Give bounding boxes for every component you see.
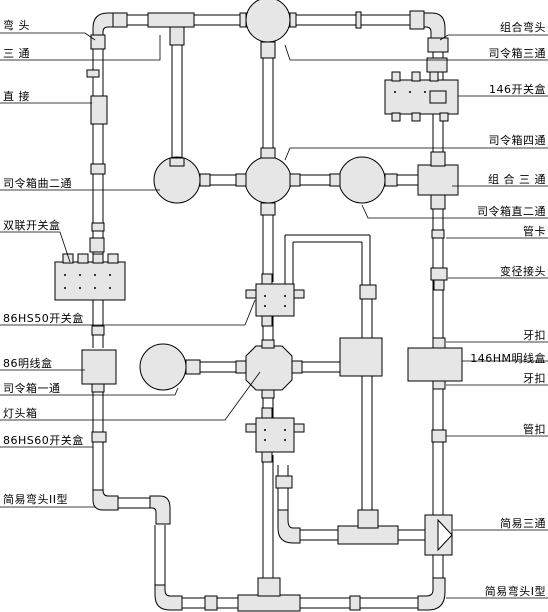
label-hs50-switch-box: 86HS50开关盒 bbox=[3, 312, 84, 325]
label-box-straight2: 司令箱直二通 bbox=[477, 205, 546, 218]
label-hs60-switch-box: 86HS60开关盒 bbox=[3, 434, 84, 447]
label-box-tee: 司令箱三通 bbox=[488, 47, 546, 60]
lamp-box bbox=[245, 345, 293, 391]
tee-top-branch bbox=[169, 26, 185, 46]
label-thread-buckle-1: 牙扣 bbox=[523, 329, 546, 342]
label-switch-box-146: 146开关盒 bbox=[489, 83, 546, 96]
label-tee: 三 通 bbox=[3, 47, 30, 60]
double-switch-box bbox=[54, 261, 126, 301]
label-open-box-146hm: 146HM明线盒 bbox=[470, 352, 546, 365]
label-combo-elbow: 组合弯头 bbox=[500, 21, 546, 34]
label-simple-elbow-2: 简易弯头II型 bbox=[3, 493, 68, 506]
label-thread-buckle-2: 牙扣 bbox=[523, 372, 546, 385]
box-details bbox=[64, 91, 426, 441]
open-box-146hm bbox=[407, 347, 463, 382]
open-box-86 bbox=[81, 349, 117, 385]
box-straight2 bbox=[338, 156, 386, 204]
box-tee-top bbox=[245, 0, 291, 43]
elbow-collar-h bbox=[112, 12, 128, 28]
label-straight: 直 接 bbox=[3, 90, 30, 103]
label-pipe-buckle: 管扣 bbox=[523, 423, 546, 436]
label-pipe-clip: 管卡 bbox=[523, 225, 546, 238]
label-simple-elbow-1: 简易弯头I型 bbox=[484, 585, 546, 598]
switch-box-146 bbox=[384, 79, 459, 115]
label-combo-tee: 组 合 三 通 bbox=[488, 173, 546, 186]
label-simple-tee: 简易三通 bbox=[500, 517, 546, 530]
label-elbow: 弯 头 bbox=[3, 19, 30, 32]
label-box-4way: 司令箱四通 bbox=[488, 134, 546, 147]
label-double-switch-box: 双联开关盒 bbox=[3, 219, 61, 232]
label-lamp-box: 灯头箱 bbox=[3, 407, 38, 420]
reducer bbox=[430, 267, 448, 281]
hs60-switch-box bbox=[255, 417, 295, 453]
box-1way bbox=[139, 343, 187, 391]
simple-elbow-2 bbox=[92, 489, 119, 511]
label-reducer: 变径接头 bbox=[500, 265, 546, 278]
hs50-switch-box bbox=[255, 283, 295, 317]
leader-lines bbox=[0, 32, 548, 599]
tee-middle bbox=[339, 337, 383, 377]
label-box-curve2: 司令箱曲二通 bbox=[3, 177, 72, 190]
straight-connector bbox=[90, 95, 108, 125]
tee-bottom-center bbox=[237, 594, 301, 612]
label-open-box-86: 86明线盒 bbox=[3, 357, 53, 370]
combo-tee bbox=[417, 164, 459, 196]
box-4way bbox=[244, 156, 292, 204]
simple-elbow-1 bbox=[417, 577, 446, 611]
label-box-1way: 司令箱一通 bbox=[3, 382, 61, 395]
fittings bbox=[54, 0, 463, 612]
tee-top bbox=[147, 12, 195, 28]
elbow-collar bbox=[90, 34, 106, 50]
tee-bottom bbox=[337, 525, 399, 545]
